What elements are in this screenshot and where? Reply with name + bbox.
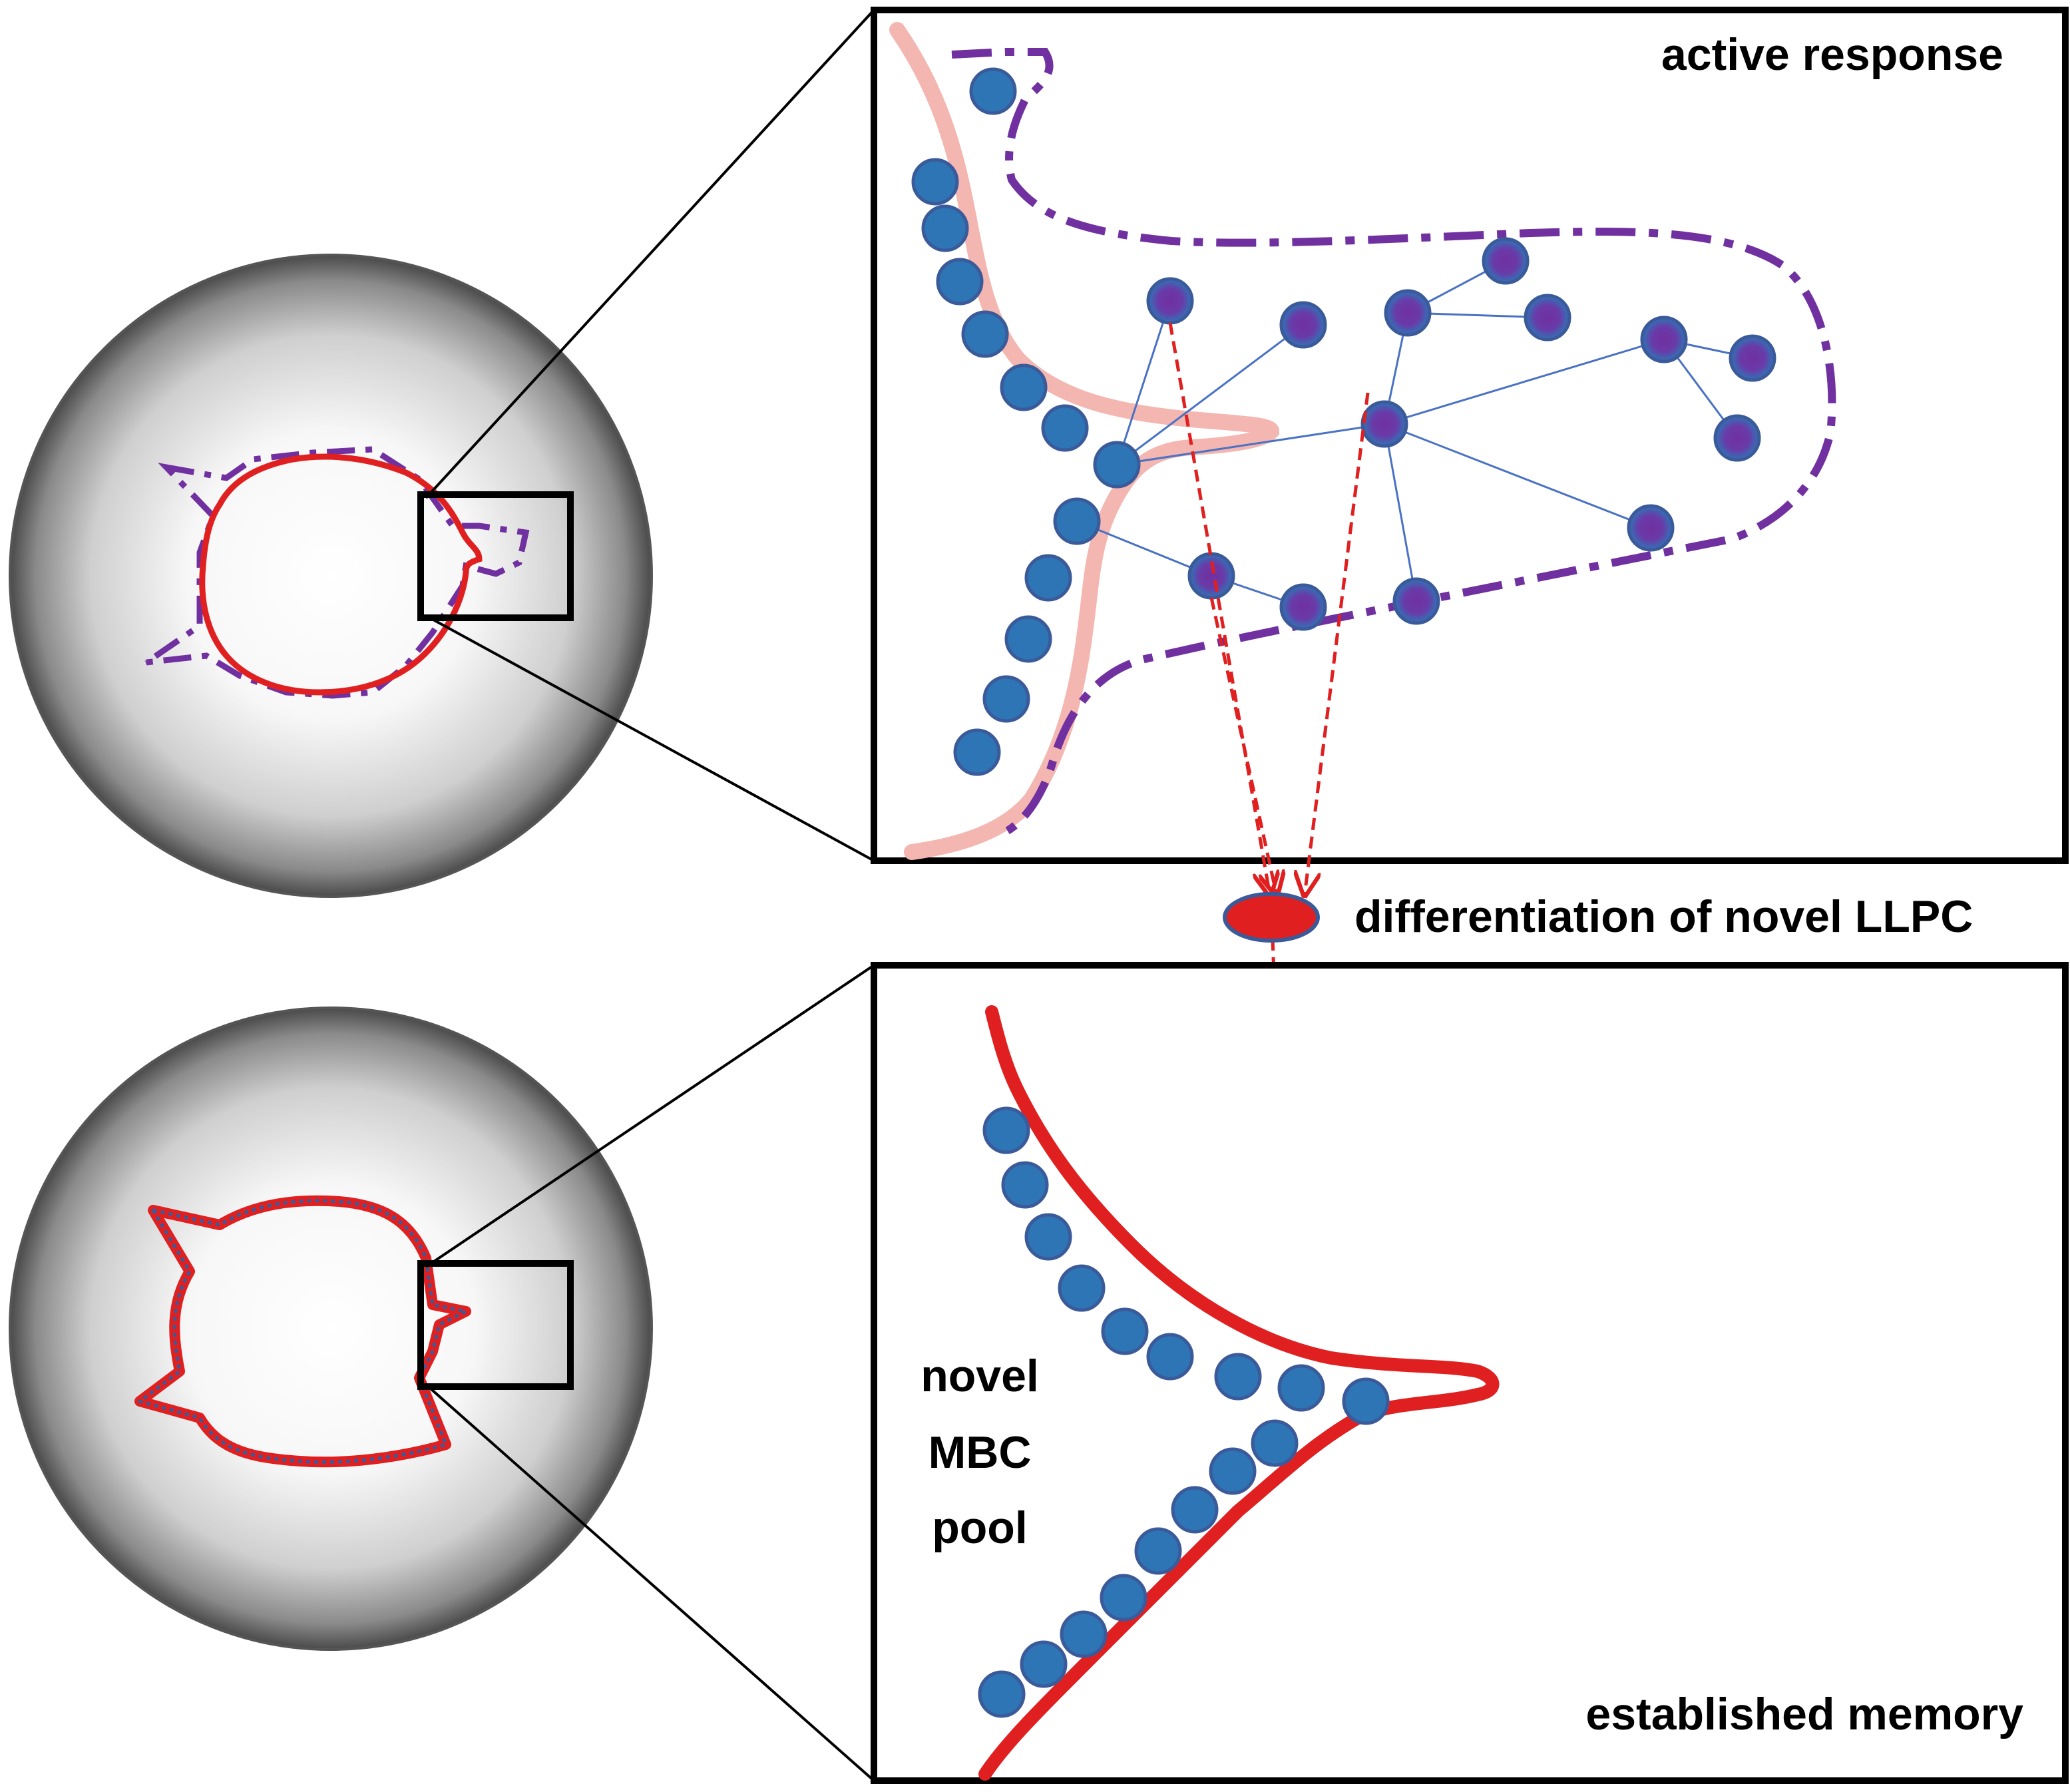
mbc-cell xyxy=(982,675,1030,723)
novel-mbc-pool-line3: pool xyxy=(932,1502,1028,1553)
mbc-cell xyxy=(978,1670,1026,1718)
mbc-cells-top xyxy=(911,67,1141,776)
mbc-cell xyxy=(1020,1640,1068,1688)
mbc-cell xyxy=(1004,615,1052,663)
mbc-cell xyxy=(1001,1161,1049,1209)
gc-b-cell xyxy=(1713,414,1761,462)
llpc-cell xyxy=(1223,892,1320,943)
mbc-cell xyxy=(1024,554,1072,602)
bottom-zoom-line-lower xyxy=(425,1383,875,1782)
established-memory-label: established memory xyxy=(1585,1689,2023,1739)
mbc-cell xyxy=(1134,1527,1182,1575)
mbc-cell xyxy=(1000,363,1048,411)
mbc-cell xyxy=(1058,1264,1106,1312)
top-inset-box xyxy=(417,491,574,621)
gc-b-cell xyxy=(1187,552,1235,600)
mbc-cell xyxy=(1277,1364,1325,1412)
mbc-cell xyxy=(936,258,984,306)
gc-b-cell xyxy=(1279,301,1327,349)
mbc-cell xyxy=(1251,1419,1299,1467)
mbc-cell xyxy=(1146,1333,1194,1381)
mbc-cell xyxy=(1060,1610,1108,1658)
gc-b-cell xyxy=(1627,504,1675,552)
gc-b-cell xyxy=(1524,294,1571,341)
mbc-cell xyxy=(1101,1307,1149,1355)
gc-b-cell xyxy=(1146,277,1194,325)
bottom-memory-blue-dotted-outline xyxy=(138,1199,468,1464)
mbc-cell xyxy=(1041,404,1089,452)
top-gc-dashed-outline xyxy=(144,446,530,699)
top-zoom-line-lower xyxy=(425,614,875,862)
top-zoom-line-upper xyxy=(425,9,875,499)
gc-b-cell xyxy=(1729,334,1776,382)
mbc-cell xyxy=(911,158,959,206)
top-gc-red-outline xyxy=(199,453,483,696)
mbc-cell xyxy=(969,67,1017,115)
bottom-germinal-center-sphere xyxy=(9,1007,653,1651)
gc-boundary-dashed xyxy=(951,48,1836,836)
novel-mbc-pool-line2: MBC xyxy=(929,1427,1032,1478)
gc-b-cell xyxy=(1360,400,1408,448)
mbc-cell xyxy=(1214,1353,1262,1401)
bottom-inset-box xyxy=(417,1260,574,1390)
top-germinal-center-sphere xyxy=(9,254,653,898)
mbc-cell xyxy=(1342,1377,1390,1425)
bottom-zoom-line-upper xyxy=(425,964,875,1268)
mbc-cell xyxy=(1100,1574,1147,1622)
active-response-label: active response xyxy=(1661,29,2003,80)
mbc-cell xyxy=(953,728,1001,776)
gc-b-cell xyxy=(1640,316,1688,363)
mbc-cells-bottom xyxy=(978,1106,1390,1718)
gc-b-cell xyxy=(1279,583,1327,631)
mbc-cell xyxy=(1209,1447,1257,1495)
mbc-cell xyxy=(1171,1486,1219,1534)
mbc-cell xyxy=(961,310,1009,358)
mbc-cell xyxy=(1053,497,1101,545)
gc-b-cell xyxy=(1482,237,1530,285)
established-memory-panel: novel MBC pool established memory xyxy=(871,962,2069,1784)
mbc-cell xyxy=(921,204,969,252)
differentiation-label: differentiation of novel LLPC xyxy=(1354,891,1973,942)
active-response-panel: active response xyxy=(871,7,2069,864)
gc-b-cell xyxy=(1384,289,1432,337)
novel-mbc-pool-line1: novel xyxy=(921,1351,1039,1401)
gc-b-cell xyxy=(1392,577,1440,625)
mbc-cell xyxy=(1024,1213,1072,1261)
gc-b-cells xyxy=(1146,237,1776,631)
mbc-cell xyxy=(982,1106,1030,1154)
mbc-cell xyxy=(1093,441,1141,489)
